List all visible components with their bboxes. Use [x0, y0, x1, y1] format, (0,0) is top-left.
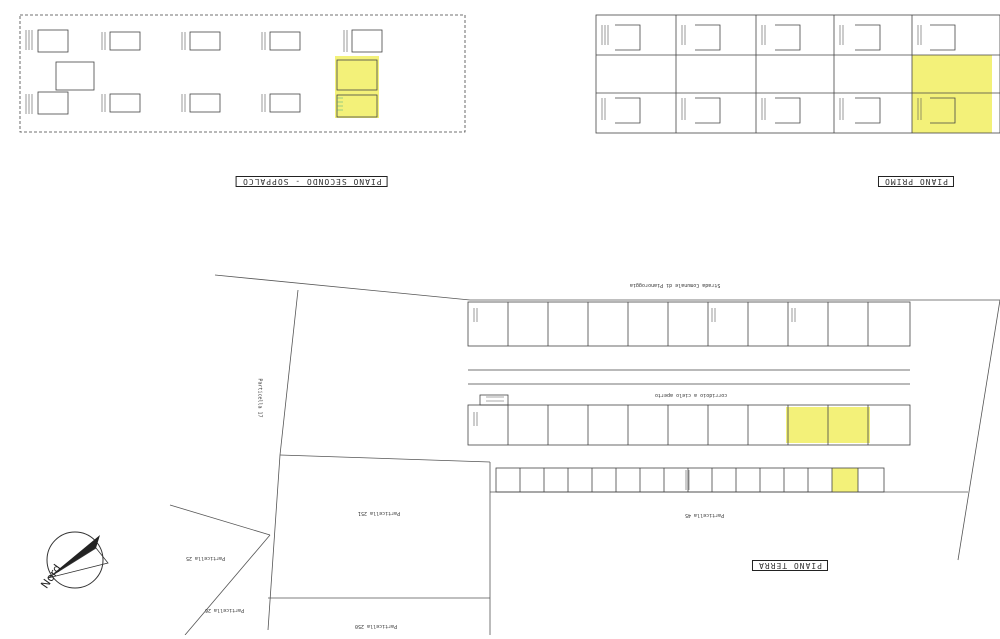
highlighted-unit-second-floor: [335, 56, 379, 118]
parcel-label: Particella 251: [358, 510, 401, 516]
parcel-label: Particella 45: [685, 512, 725, 518]
ground-floor-building: [467, 301, 911, 493]
staircase-icon: [473, 308, 796, 490]
parcel-label: Particella 26: [205, 607, 245, 613]
highlighted-unit-first-floor: [912, 55, 992, 133]
site-plan: [169, 274, 1000, 636]
first-floor-title: PIANO PRIMO: [878, 176, 954, 187]
north-arrow-icon: [46, 531, 109, 589]
road-label: Strada Comunale di Pianoroggia: [630, 282, 721, 288]
ground-floor-title: PIANO TERRA: [752, 560, 828, 571]
parcel-label: Particella 25: [186, 555, 226, 561]
first-floor-plan: [595, 14, 1000, 134]
staircase-icon: [25, 30, 348, 114]
highlighted-garage: [832, 468, 858, 492]
parcel-label: Particella 17: [256, 378, 263, 418]
corridor-label: corridoio a cielo aperto: [655, 392, 728, 398]
second-floor-plan: [19, 14, 466, 133]
staircase-icon: [601, 25, 922, 120]
parcel-label: Particella 250: [355, 623, 398, 629]
second-floor-title: PIANO SECONDO - SOPPALCO: [236, 176, 388, 187]
